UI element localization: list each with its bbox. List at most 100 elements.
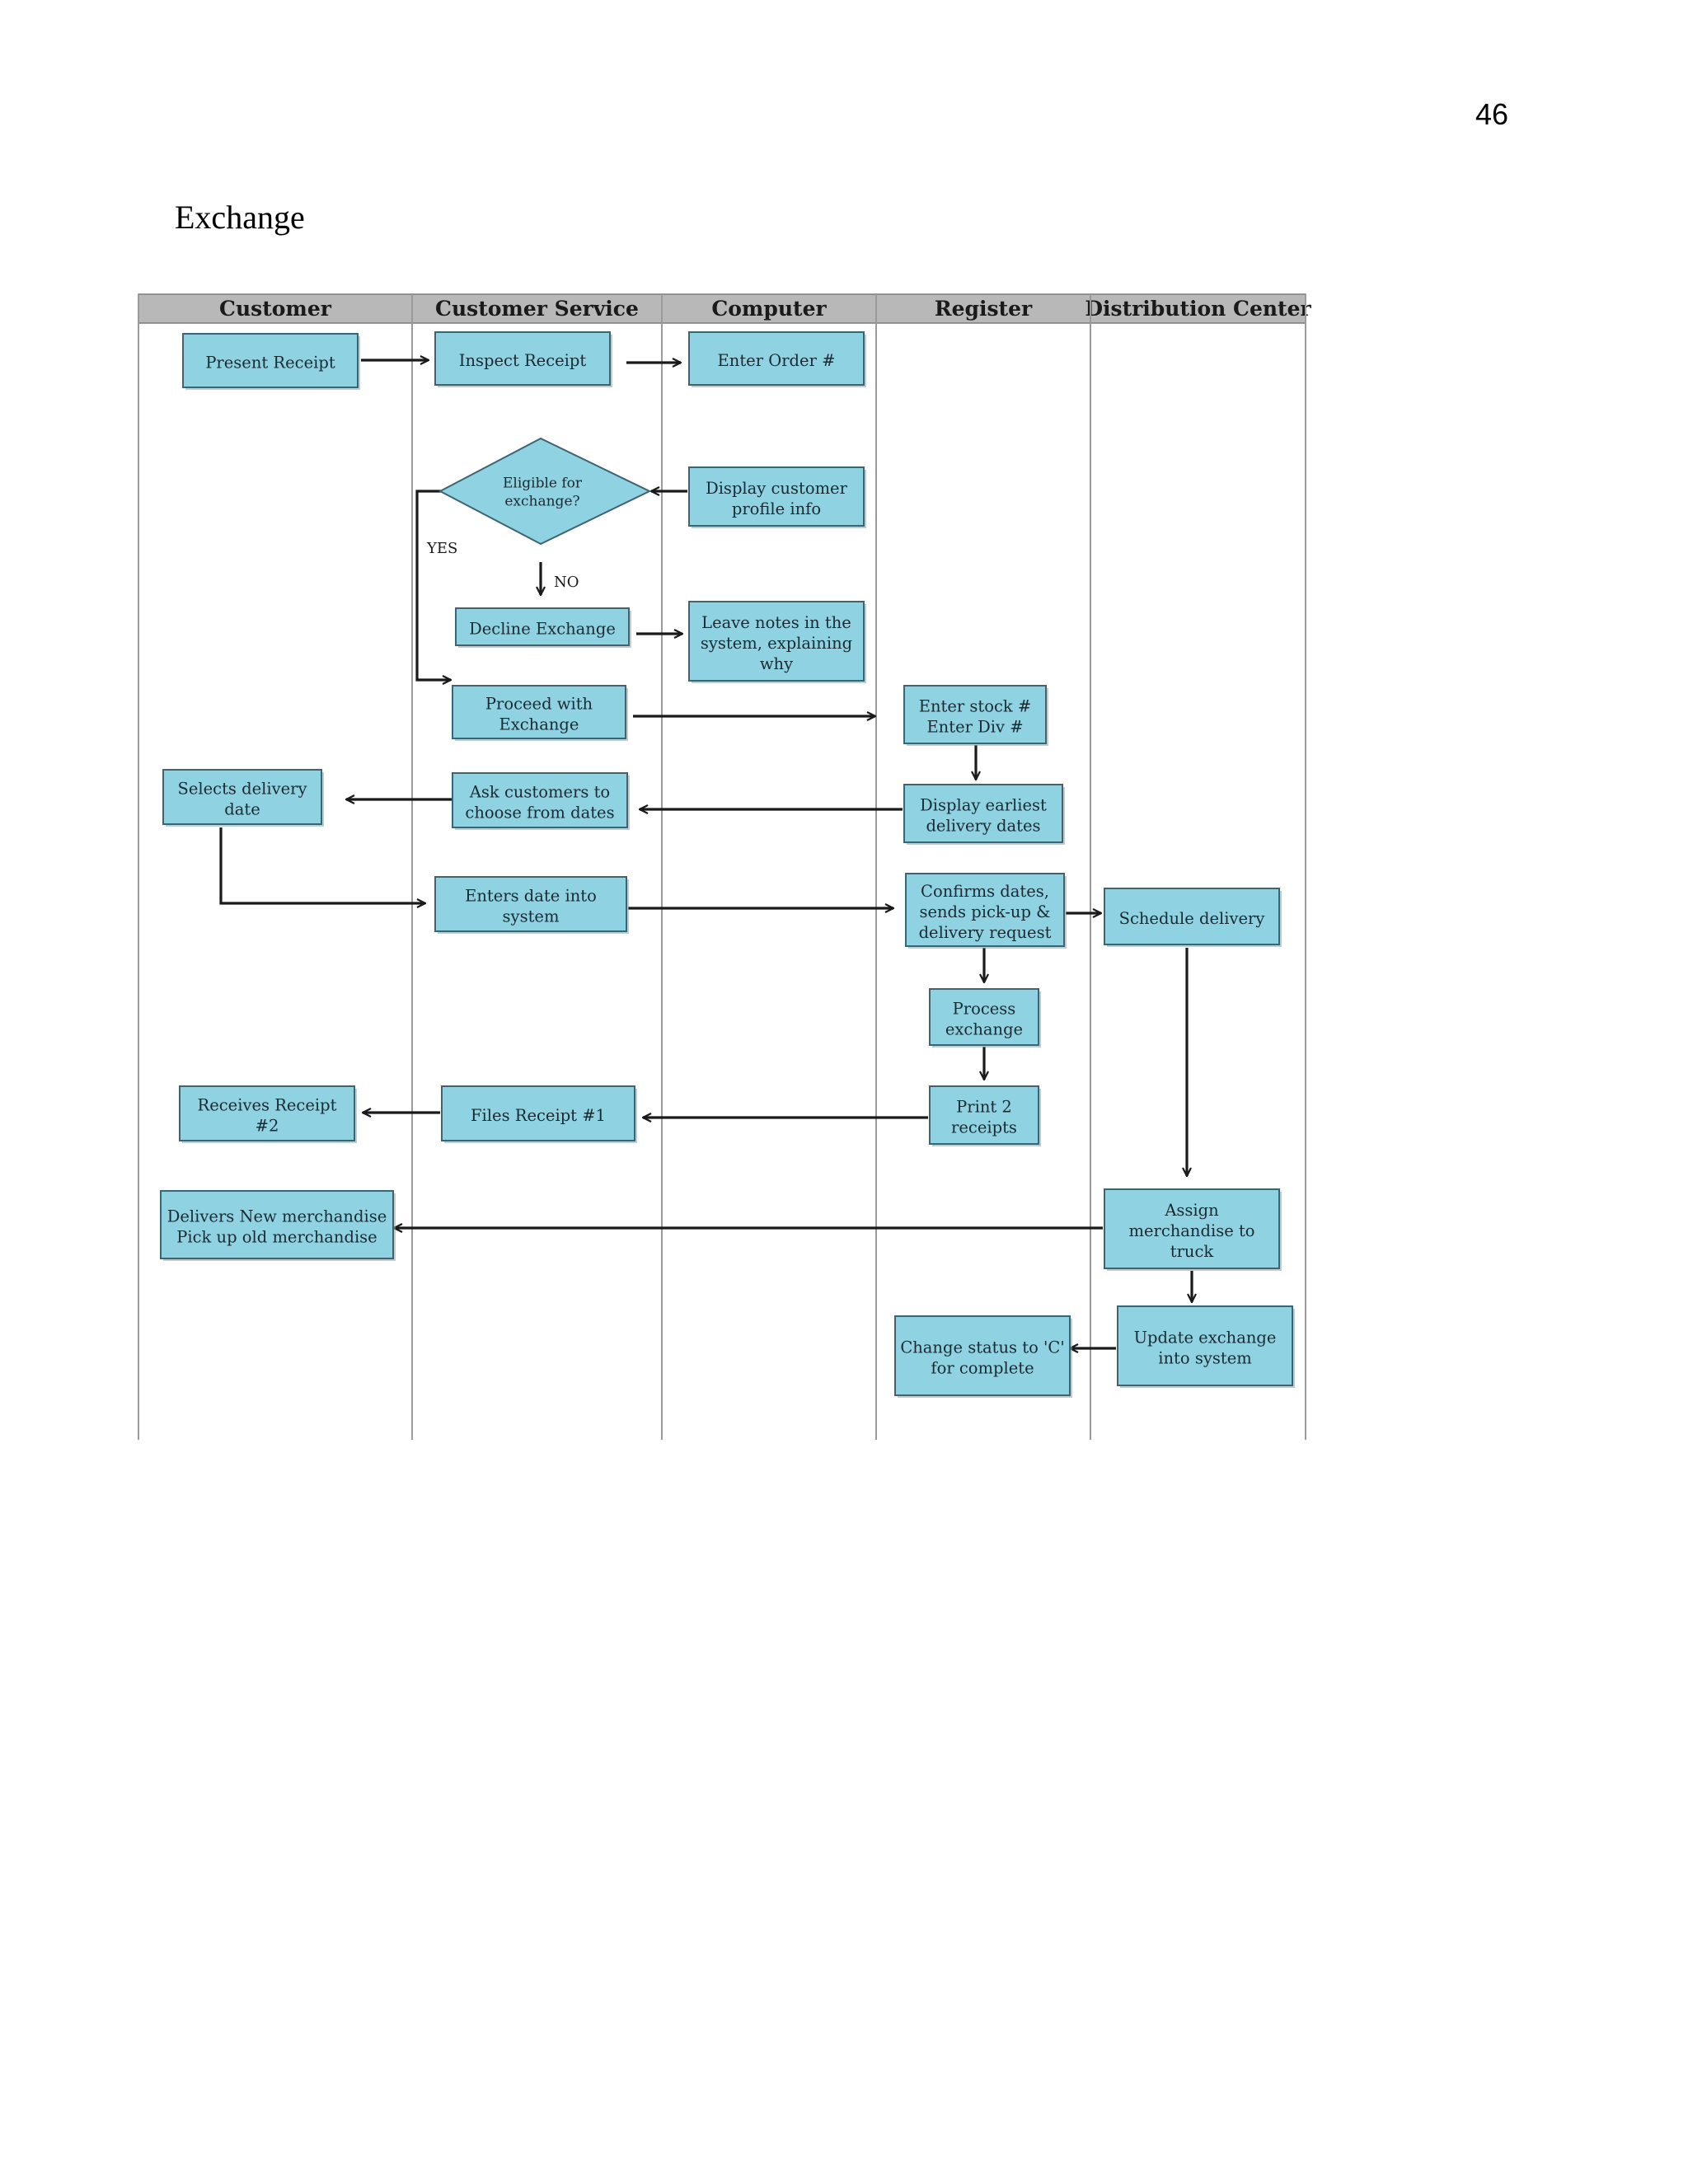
step-box (903, 685, 1047, 744)
step-label: delivery dates (926, 816, 1040, 835)
step-box (929, 1085, 1039, 1145)
step-label: Enter Div # (926, 717, 1023, 736)
step-box (452, 772, 628, 828)
step-label: receipts (951, 1118, 1017, 1137)
decision-label: exchange? (504, 494, 579, 510)
step-box (688, 466, 865, 527)
step-box (688, 601, 865, 682)
decision-diamond (438, 437, 652, 546)
step-confirms: Confirms dates,sends pick-up & delivery r… (905, 873, 1067, 949)
step-box (434, 876, 627, 932)
step-label: sends pick-up & (919, 902, 1050, 921)
step-label: Enter stock # (919, 696, 1032, 715)
step-box (455, 607, 630, 646)
step-label: Change status to 'C' (900, 1338, 1064, 1357)
swimlanes: Customer Customer Service Computer Register… (138, 293, 1311, 1440)
step-label: Display earliest (920, 795, 1047, 814)
step-enters-date: Enters date into system (434, 876, 629, 934)
step-label: merchandise to (1128, 1221, 1254, 1240)
lane-header-label: Customer Service (435, 297, 639, 321)
step-label: Ask customers to (469, 782, 610, 801)
step-label: delivery request (919, 923, 1052, 942)
step-label: Leave notes in the (701, 613, 851, 632)
step-decline: Decline Exchange (455, 607, 631, 648)
step-box (1117, 1305, 1293, 1386)
step-box (434, 331, 611, 386)
lane-header-label: Computer (711, 297, 827, 321)
step-box (903, 784, 1063, 843)
step-change-status: Change status to 'C'for complete (894, 1315, 1072, 1398)
page-number: 46 (1475, 97, 1508, 131)
step-label: into system (1158, 1348, 1251, 1367)
step-label: Present Receipt (205, 353, 335, 372)
step-label: Selects delivery (177, 779, 307, 798)
step-box (160, 1190, 394, 1259)
lane-header-label: Customer (219, 297, 332, 321)
step-box (894, 1315, 1071, 1396)
step-box (1104, 1188, 1280, 1269)
process-steps: Present Receipt Inspect Receipt Enter Orde… (160, 331, 1295, 1398)
step-label: Process (953, 999, 1016, 1018)
step-inspect-receipt: Inspect Receipt (434, 331, 612, 387)
step-label: Assign (1164, 1201, 1219, 1220)
step-label: for complete (931, 1358, 1034, 1377)
step-box (929, 988, 1039, 1046)
step-label: Enters date into (465, 886, 597, 905)
step-enter-stock: Enter stock # Enter Div # (903, 685, 1048, 746)
connectors (219, 360, 1192, 1348)
step-label: exchange (945, 1019, 1023, 1038)
page-title: Exchange (175, 199, 305, 236)
lane-header-label: Distribution Center (1085, 297, 1311, 321)
step-label: Enter Order # (718, 351, 836, 370)
step-receives-receipt: Receives Receipt #2 (179, 1085, 357, 1143)
step-label: Schedule delivery (1119, 909, 1265, 928)
arrow-selects-to-enters (219, 827, 425, 903)
step-label: choose from dates (465, 803, 614, 822)
step-print-receipts: Print 2 receipts (929, 1085, 1041, 1146)
lane-header-label: Register (935, 297, 1033, 321)
step-label: Update exchange (1134, 1328, 1277, 1347)
step-label: Display customer (706, 479, 848, 498)
yes-label: YES (426, 540, 457, 557)
step-enter-order: Enter Order # (688, 331, 866, 387)
step-files-receipt: Files Receipt #1 (441, 1085, 637, 1143)
decision-label: Eligible for (503, 476, 583, 492)
step-label: Print 2 (956, 1097, 1012, 1116)
step-label: truck (1170, 1242, 1214, 1261)
step-label: Inspect Receipt (459, 351, 587, 370)
step-label: #2 (256, 1116, 279, 1135)
step-box (179, 1085, 355, 1141)
step-label: date (224, 799, 260, 818)
step-box (452, 685, 626, 739)
step-label: system, explaining (701, 634, 852, 653)
step-label: Confirms dates, (921, 882, 1049, 901)
step-box (905, 873, 1065, 947)
step-display-dates: Display earliest delivery dates (903, 784, 1065, 845)
step-box (441, 1085, 635, 1141)
step-box (162, 769, 322, 825)
step-box (1104, 888, 1280, 945)
step-label: Pick up old merchandise (176, 1227, 377, 1246)
step-label: Delivers New merchandise (167, 1207, 387, 1226)
step-label: system (503, 907, 560, 926)
lane-header (661, 293, 877, 324)
step-schedule: Schedule delivery (1104, 888, 1282, 947)
step-label: Exchange (499, 715, 579, 733)
arrow-decision-yes (415, 490, 451, 680)
decision-eligible: Eligible for exchange? (438, 437, 652, 546)
no-label: NO (554, 574, 579, 591)
step-label: Receives Receipt (198, 1095, 337, 1114)
step-label: Decline Exchange (469, 619, 616, 638)
step-box (182, 333, 359, 388)
branch-labels: YES NO (426, 540, 579, 591)
step-label: why (760, 654, 793, 673)
